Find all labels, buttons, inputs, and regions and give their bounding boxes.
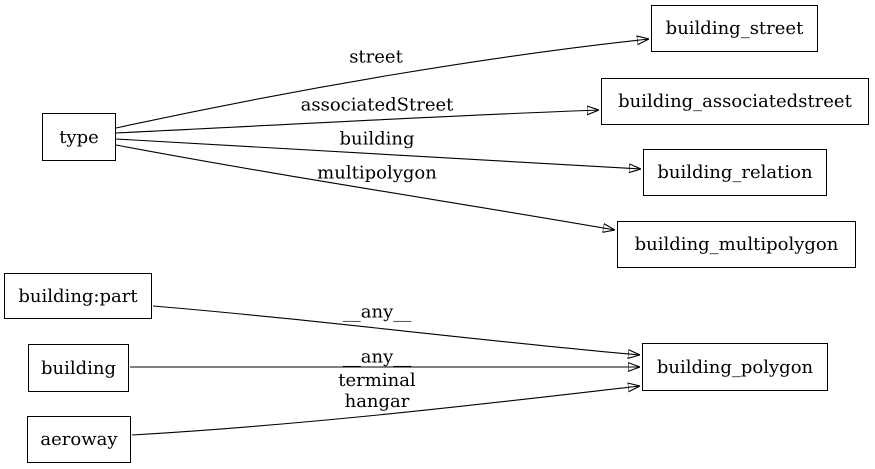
edge-type-building_relation xyxy=(115,138,641,169)
node-aeroway: aeroway xyxy=(27,416,131,463)
node-building-label: building xyxy=(40,357,117,379)
edge-building-part-building_polygon xyxy=(152,305,640,355)
edge-label-hangar: hangar xyxy=(344,391,410,412)
edge-label-any-building: __any__ xyxy=(342,346,412,368)
node-aeroway-label: aeroway xyxy=(40,429,118,450)
edge-aeroway-building_polygon xyxy=(131,386,640,436)
node-building_associatedstreet-label: building_associatedstreet xyxy=(618,91,852,112)
node-building_polygon: building_polygon xyxy=(642,343,828,391)
node-building_street-label: building_street xyxy=(665,18,804,39)
node-building_associatedstreet: building_associatedstreet xyxy=(601,78,869,125)
node-building-part-label: building:part xyxy=(18,285,138,307)
node-type-label: type xyxy=(59,126,99,148)
node-building_multipolygon-label: building_multipolygon xyxy=(634,234,839,255)
node-building_multipolygon: building_multipolygon xyxy=(617,221,856,268)
edge-label-any-building-part: __any__ xyxy=(342,301,412,323)
edge-type-building_associatedstreet xyxy=(115,110,599,134)
edge-label-building: building xyxy=(339,128,415,150)
node-building_relation: building_relation xyxy=(643,149,827,196)
node-type: type xyxy=(42,113,116,161)
node-building: building xyxy=(28,344,129,392)
edge-label-associatedStreet: associatedStreet xyxy=(300,94,454,116)
edge-type-building_street xyxy=(115,39,649,129)
edge-label-terminal: terminal xyxy=(338,370,416,391)
node-building-part: building:part xyxy=(4,273,152,319)
edge-label-multipolygon: multipolygon xyxy=(317,162,437,184)
edge-label-terminal-hangar: terminal hangar xyxy=(338,370,415,412)
node-building_polygon-label: building_polygon xyxy=(656,356,814,378)
node-building_street: building_street xyxy=(651,5,818,52)
edge-label-street: street xyxy=(349,46,403,68)
edge-type-building_multipolygon xyxy=(115,144,615,230)
node-building_relation-label: building_relation xyxy=(657,162,813,183)
